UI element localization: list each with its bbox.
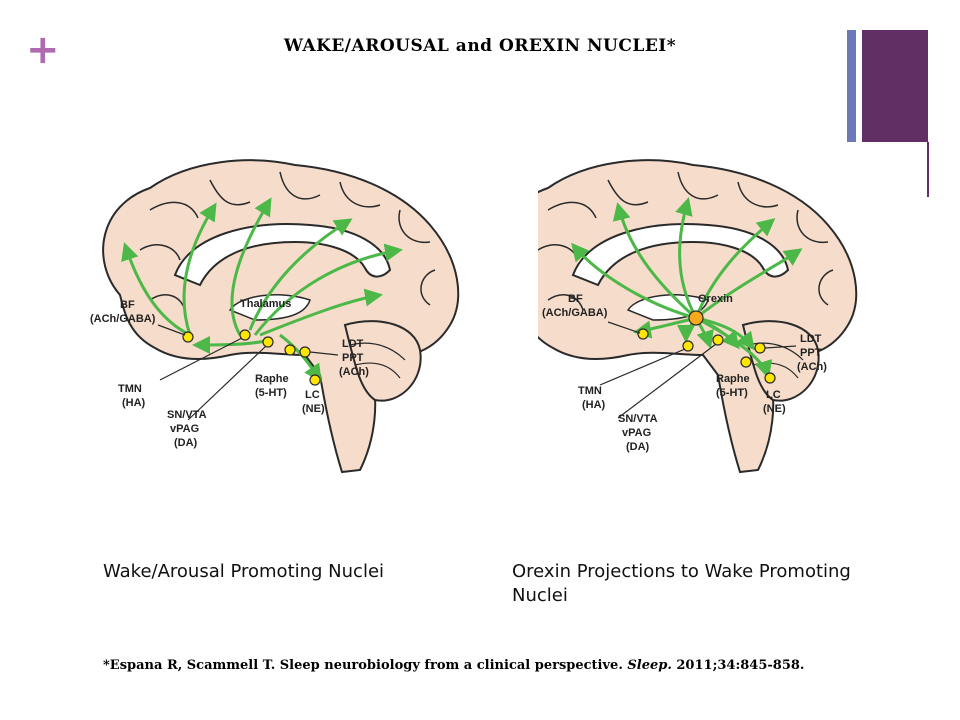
accent-bar-line	[927, 142, 929, 197]
citation-journal: Sleep.	[627, 658, 672, 673]
label-bf-sub: (ACh/GABA)	[90, 313, 156, 325]
plus-decoration: +	[26, 27, 60, 73]
label-raphe: Raphe	[255, 373, 289, 385]
ldt-ppt-nucleus	[299, 346, 311, 358]
label-ldt-sub: (ACh)	[339, 366, 369, 378]
label-lc: LC	[766, 389, 781, 401]
lc-nucleus	[309, 374, 321, 386]
right-brain-diagram: Orexin BF (ACh/GABA) TMN (HA) SN/VTA vPA…	[538, 159, 858, 474]
ldt-ppt-nucleus	[754, 342, 766, 354]
raphe-nucleus	[740, 356, 752, 368]
slide-title: WAKE/AROUSAL and OREXIN NUCLEI*	[283, 36, 677, 56]
label-raphe-sub: (5-HT)	[716, 387, 748, 399]
tmn-nucleus	[682, 340, 694, 352]
bf-nucleus	[182, 331, 194, 343]
label-snvta-sub: (DA)	[174, 437, 198, 449]
label-ldt: LDT	[800, 333, 822, 345]
label-tmn-sub: (HA)	[582, 399, 606, 411]
label-raphe: Raphe	[716, 373, 750, 385]
bf-nucleus	[637, 328, 649, 340]
label-snvta: SN/VTA	[167, 409, 207, 421]
citation-ref: 2011;34:845-858.	[671, 658, 805, 673]
label-lc-sub: (NE)	[302, 403, 325, 415]
tmn-nucleus	[239, 329, 251, 341]
snvta-nucleus	[712, 334, 724, 346]
raphe-nucleus	[284, 344, 296, 356]
caption-right: Orexin Projections to Wake Promoting Nuc…	[512, 561, 851, 606]
label-bf: BF	[568, 293, 583, 305]
label-raphe-sub: (5-HT)	[255, 387, 287, 399]
label-bf: BF	[120, 299, 135, 311]
left-brain-diagram: Thalamus BF (ACh/GABA) TMN (HA) SN/VTA v…	[90, 159, 460, 474]
lc-nucleus	[764, 372, 776, 384]
label-ldt: LDT	[342, 338, 364, 350]
label-lc-sub: (NE)	[763, 403, 786, 415]
label-orexin: Orexin	[698, 293, 733, 305]
caption-left: Wake/Arousal Promoting Nuclei	[103, 561, 385, 582]
label-ppt: PPT	[342, 352, 364, 364]
label-tmn: TMN	[578, 385, 602, 397]
accent-bar-thin	[847, 30, 856, 142]
label-ldt-sub: (ACh)	[797, 361, 827, 373]
label-bf-sub: (ACh/GABA)	[542, 307, 608, 319]
orexin-nucleus	[688, 310, 704, 326]
citation-text: *Espana R, Scammell T. Sleep neurobiolog…	[103, 658, 628, 673]
label-tmn: TMN	[118, 383, 142, 395]
label-tmn-sub: (HA)	[122, 397, 146, 409]
label-thalamus: Thalamus	[240, 298, 291, 310]
accent-bar-thick	[862, 30, 928, 142]
label-lc: LC	[305, 389, 320, 401]
citation: *Espana R, Scammell T. Sleep neurobiolog…	[103, 658, 804, 673]
label-snvta: SN/VTA	[618, 413, 658, 425]
label-vpag: vPAG	[622, 427, 651, 439]
label-vpag: vPAG	[170, 423, 199, 435]
snvta-nucleus	[262, 336, 274, 348]
label-ppt: PPT	[800, 347, 822, 359]
label-snvta-sub: (DA)	[626, 441, 650, 453]
